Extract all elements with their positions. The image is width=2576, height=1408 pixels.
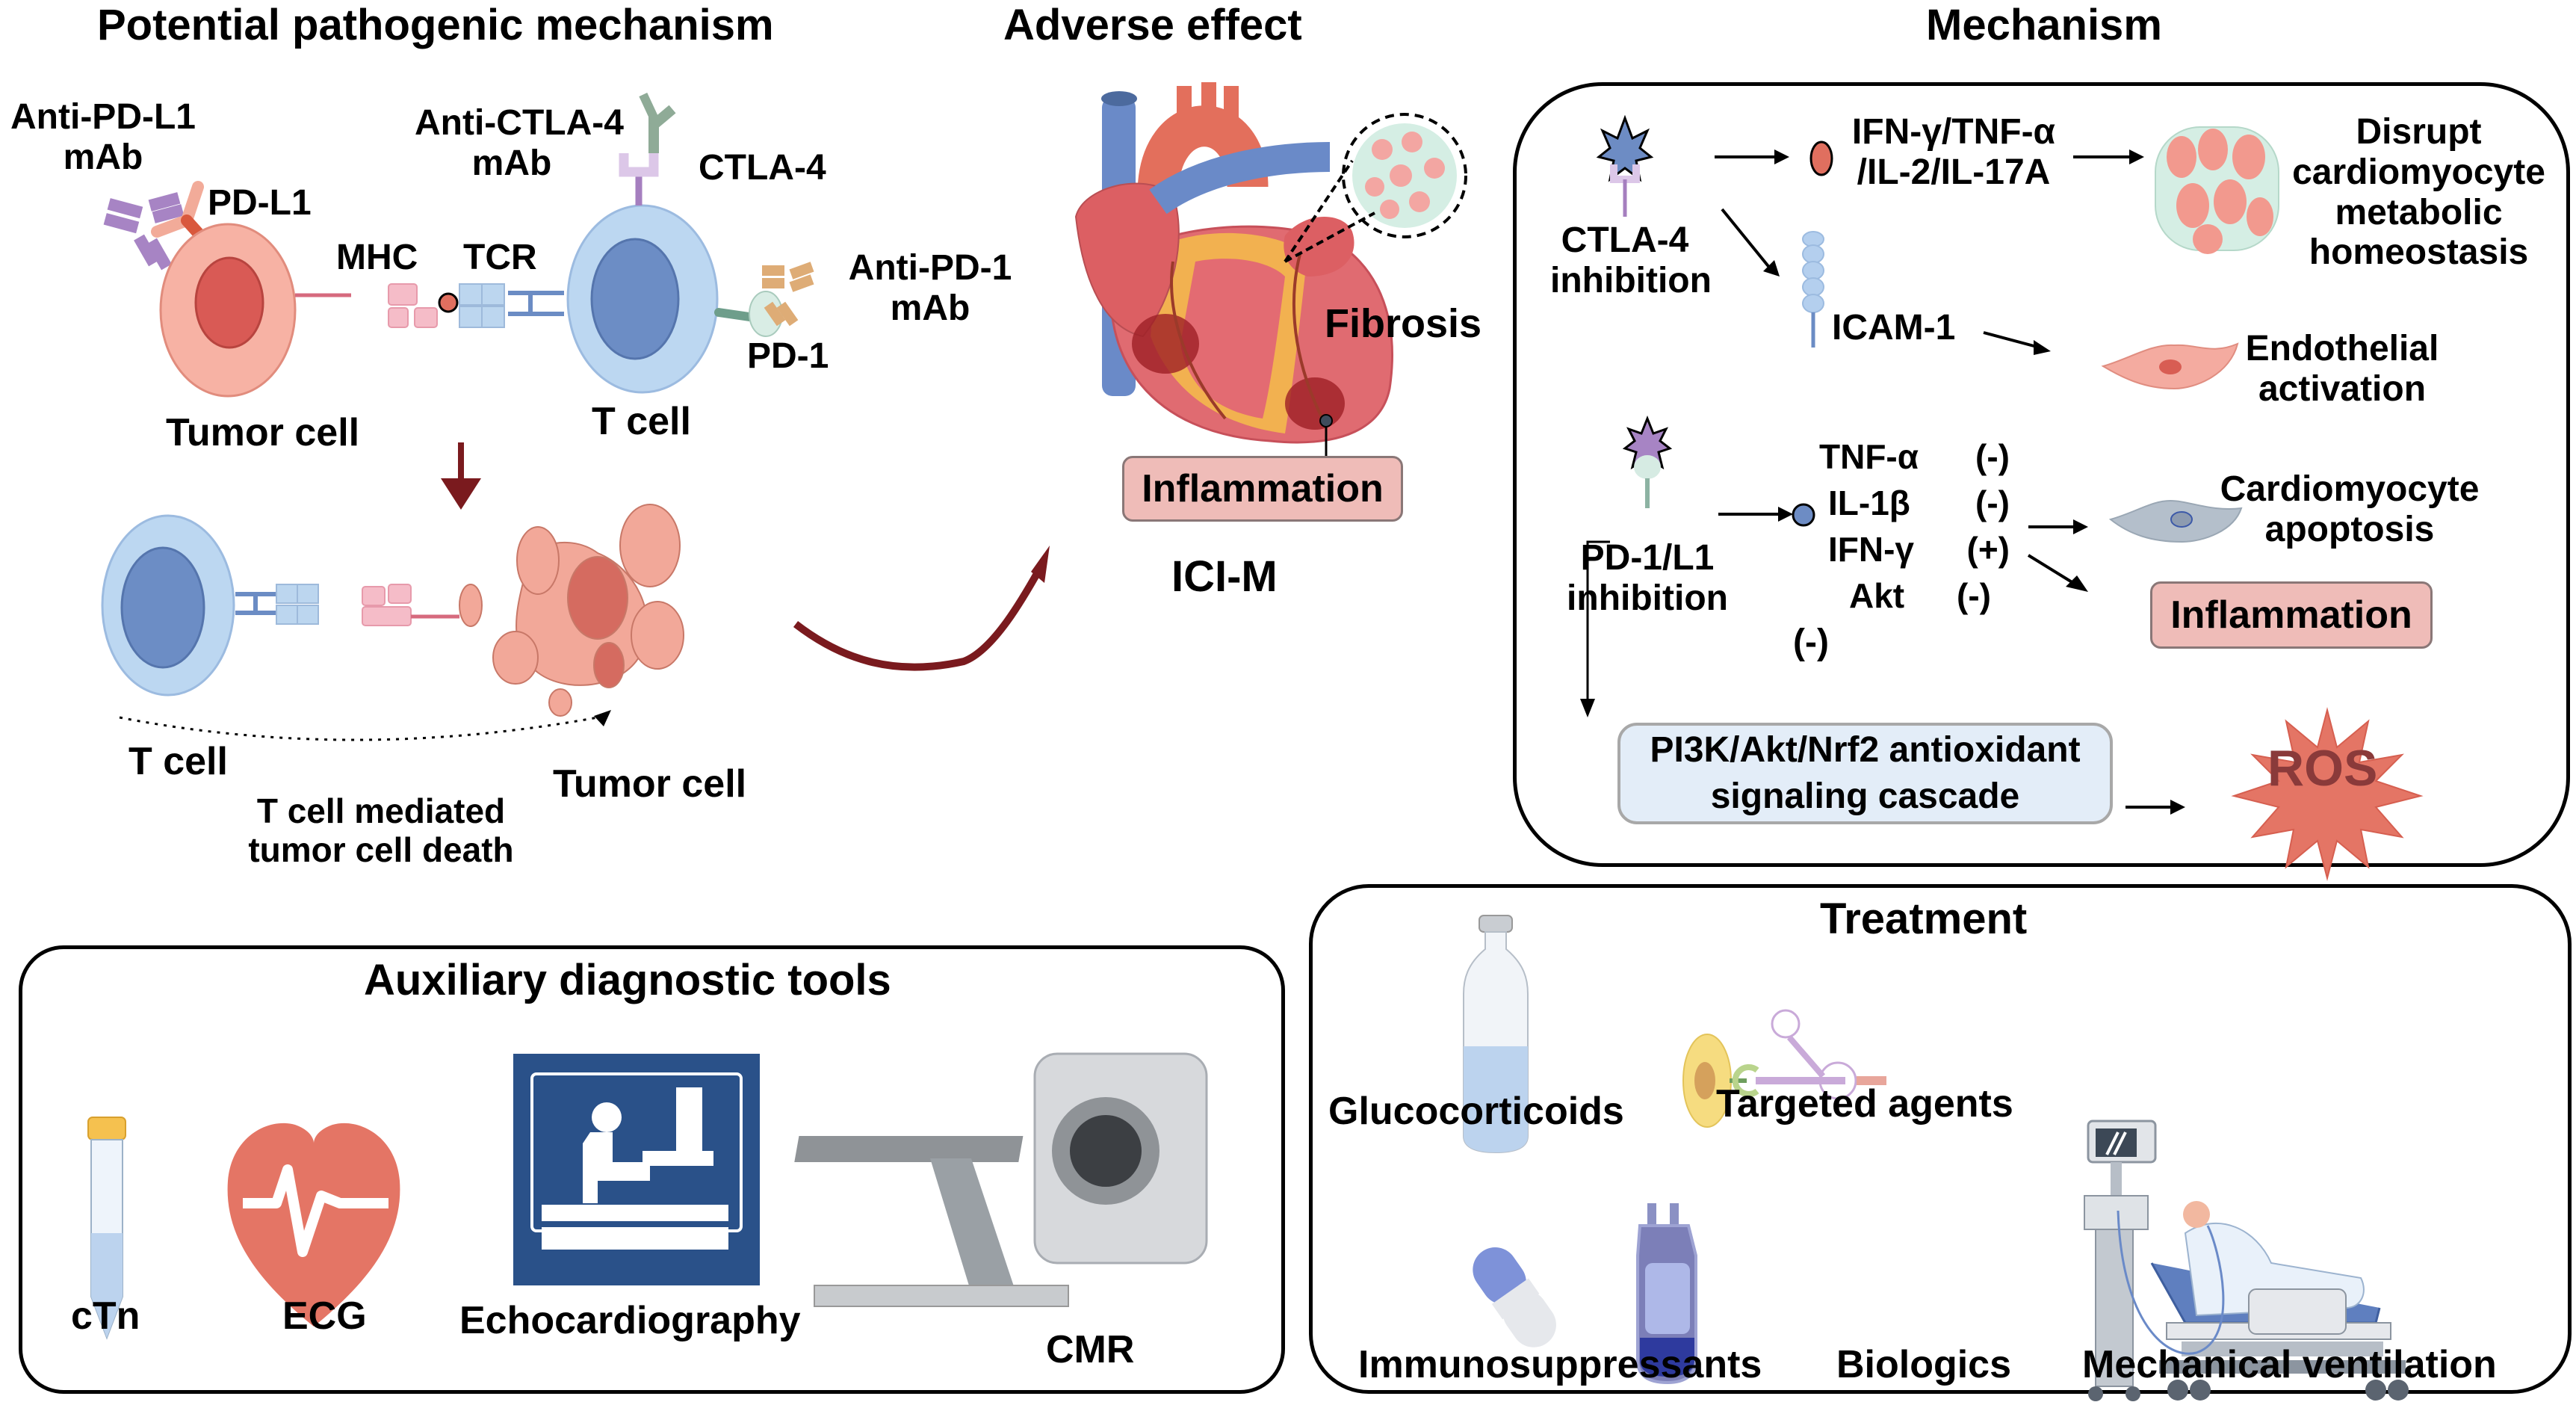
factor-name: IFN-γ <box>1828 530 1914 569</box>
ctla4-receptor-icon <box>619 153 659 206</box>
tumor-killing-illustration <box>101 478 1050 741</box>
t-cell-2-label: T cell <box>129 740 228 783</box>
anti-pd1-label: Anti-PD-1 mAb <box>848 248 1012 328</box>
treatment-label-biologics: Biologics <box>1836 1343 2012 1386</box>
mhc-label: MHC <box>336 238 418 277</box>
factor-effect: (-) <box>1975 484 2010 522</box>
pi3k-cascade-box: PI3K/Akt/Nrf2 antioxidant signaling casc… <box>1617 723 2113 824</box>
biologics-bag-icon <box>1636 1203 1697 1385</box>
ctla4-inhibition-label: CTLA-4 inhibition <box>1550 220 1712 300</box>
fibrosis-label: Fibrosis <box>1325 301 1482 346</box>
anti-ctla4-label: Anti-CTLA-4 mAb <box>415 103 624 183</box>
anti-pd1-antibody-icon <box>762 262 814 327</box>
treatment-label-immunosuppressants: Immunosuppressants <box>1358 1343 1762 1386</box>
factor-effect: (-) <box>1957 576 1991 615</box>
factor-effect: (+) <box>1966 530 2010 569</box>
curved-arrow-head-icon <box>1031 546 1050 583</box>
treatment-label-targeted-agents: Targeted agents <box>1716 1082 2013 1126</box>
disrupt-label: Disrupt cardiomyocyte metabolic homeosta… <box>2292 112 2545 273</box>
factor-row: Akt (-) <box>1819 572 2010 619</box>
cmr-scanner-icon <box>794 1052 1208 1307</box>
fibrosis-tissue-icon <box>1342 113 1467 238</box>
adverse-title: Adverse effect <box>1003 1 1302 49</box>
immune-synapse-illustration <box>103 93 814 482</box>
factor-effect: (-) <box>1975 437 2010 476</box>
mechanism-title: Mechanism <box>1926 1 2162 49</box>
ros-burst-icon <box>2231 707 2424 881</box>
treatment-label-mechanical-ventilation: Mechanical ventilation <box>2082 1343 2497 1386</box>
pd1-receptor-icon <box>714 291 783 337</box>
diagnostic-icons <box>87 1052 1208 1340</box>
mechanism-inflammation-box: Inflammation <box>2150 581 2433 649</box>
pd1-inhibition-label: PD-1/L1 inhibition <box>1567 538 1728 618</box>
pd1-inhibitor-star-icon <box>1622 415 1673 508</box>
mhc-icon <box>388 283 459 328</box>
heart-illustration <box>1074 82 1467 462</box>
anti-pdl1-antibody-icon <box>103 192 185 271</box>
factor-name: IL-1β <box>1828 484 1910 522</box>
factor-row: IFN-γ (+) <box>1819 526 2010 572</box>
cardiomyocyte-cluster-icon <box>2155 126 2279 254</box>
icim-label: ICI-M <box>1171 552 1278 601</box>
dotted-arrow-head-icon <box>594 710 611 726</box>
mhc-2-icon <box>362 584 412 626</box>
dying-tumor-cell-icon <box>459 504 684 717</box>
inflammation-marker-icon <box>1319 414 1333 427</box>
tumor-cell-2-label: Tumor cell <box>553 762 747 806</box>
apoptosis-label: Cardiomyocyte apoptosis <box>2220 469 2480 549</box>
factor-name: TNF-α <box>1819 437 1919 476</box>
ctla4-inhibitor-star-icon <box>1596 114 1654 217</box>
heart-icon <box>1074 82 1393 444</box>
curved-arrow-to-heart-icon <box>793 562 1046 671</box>
diagnostic-label-cmr: CMR <box>1046 1328 1135 1371</box>
ros-label: ROS <box>2267 740 2378 797</box>
pd1-label: PD-1 <box>747 336 829 376</box>
negative-regulation-label: (-) <box>1793 623 1829 662</box>
ecg-heart-icon <box>227 1123 400 1327</box>
t-cell-2-icon <box>101 514 235 697</box>
tcr-2-icon <box>276 584 319 625</box>
treatment-title: Treatment <box>1820 895 2028 943</box>
factor-list: TNF-α (-) IL-1β (-) IFN-γ (+) Akt (-) <box>1819 433 2010 619</box>
cytokine-blue-dot-icon <box>1792 503 1815 527</box>
pathogenic-title: Potential pathogenic mechanism <box>97 1 774 49</box>
tcr-label: TCR <box>463 238 537 277</box>
tumor-cell-label: Tumor cell <box>166 411 360 454</box>
icam1-label: ICAM-1 <box>1832 308 1956 348</box>
cytokines-1-label: IFN-γ/TNF-α /IL-2/IL-17A <box>1851 112 2056 192</box>
endothelial-label: Endothelial activation <box>2245 329 2439 409</box>
t-cell-label: T cell <box>592 400 691 443</box>
treatment-icons <box>1463 915 2409 1401</box>
immunosuppressant-capsule-icon <box>1473 1247 1556 1347</box>
down-arrow-head-icon <box>441 478 481 510</box>
factor-row: TNF-α (-) <box>1819 433 2010 480</box>
icam1-icon <box>1802 231 1824 348</box>
tumor-cell-icon <box>159 223 297 398</box>
mechanism-diagram <box>1580 114 2424 881</box>
ctla4-label: CTLA-4 <box>699 148 826 188</box>
diagnostic-label-ecg: ECG <box>282 1294 367 1338</box>
killing-path-dotted-arrow <box>119 716 598 741</box>
apoptotic-cardiomyocyte-icon <box>2108 499 2243 543</box>
targeted-agent-icon <box>1682 1009 1886 1128</box>
anti-pdl1-label: Anti-PD-L1 mAb <box>10 97 196 177</box>
death-caption: T cell mediated tumor cell death <box>248 791 514 869</box>
treatment-label-glucocorticoids: Glucocorticoids <box>1328 1090 1624 1133</box>
t-cell-icon <box>566 204 719 394</box>
factor-row: IL-1β (-) <box>1819 480 2010 526</box>
endothelial-cell-icon <box>2101 342 2239 390</box>
echocardiography-sign-icon <box>513 1054 760 1285</box>
pdl1-label: PD-L1 <box>208 183 312 223</box>
tcr-icon <box>459 283 505 328</box>
inflammation-box: Inflammation <box>1122 456 1403 522</box>
diagnostics-title: Auxiliary diagnostic tools <box>364 956 891 1004</box>
anti-ctla4-antibody-icon <box>639 93 676 153</box>
test-tube-icon <box>87 1117 126 1340</box>
mechanical-ventilation-icon <box>2084 1120 2409 1401</box>
diagnostic-label-ctn: cTn <box>71 1294 140 1338</box>
diagnostic-label-echocardiography: Echocardiography <box>459 1299 801 1342</box>
glucocorticoid-bottle-icon <box>1463 915 1529 1154</box>
cytokine-red-dot-icon <box>1809 141 1833 176</box>
factor-name: Akt <box>1849 576 1905 615</box>
